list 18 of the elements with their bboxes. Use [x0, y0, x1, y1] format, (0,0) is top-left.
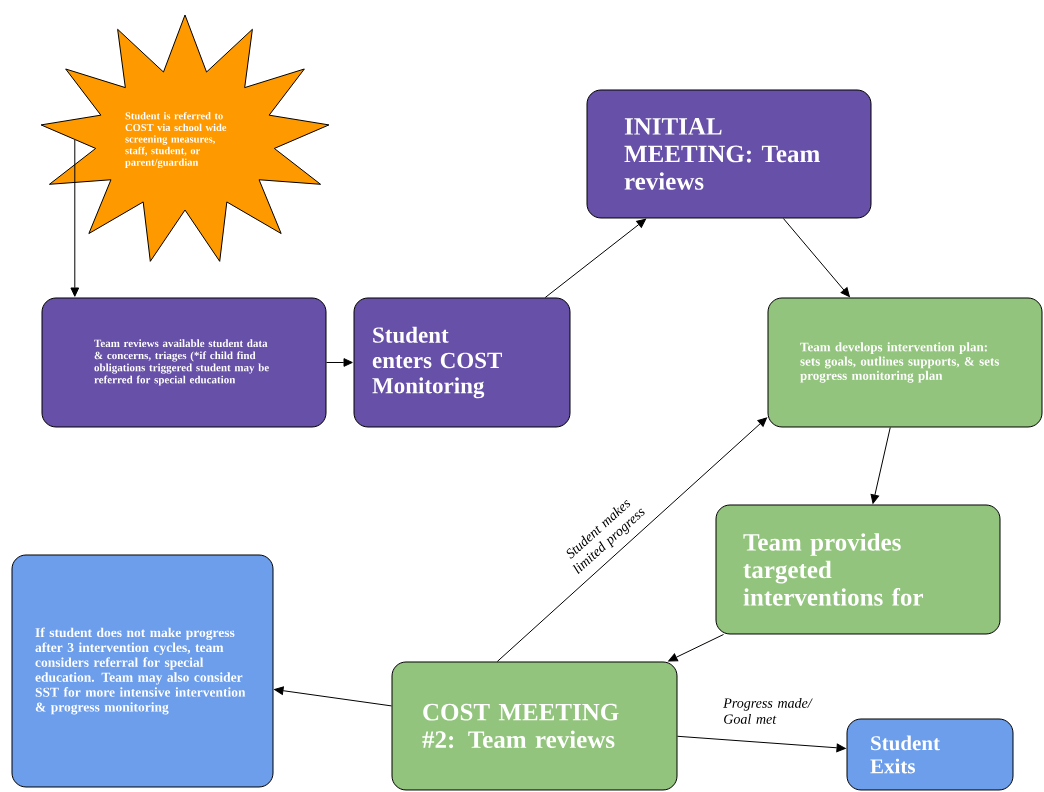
arrow — [496, 417, 768, 662]
process-box: COST MEETING #2: Team reviews — [391, 661, 678, 791]
arrow — [70, 139, 80, 297]
process-box: Student Exits — [846, 718, 1014, 791]
edge-label: Progress made/ Goal met — [723, 697, 813, 724]
process-box: Team reviews available student data & concerns, triages (*if child find obligations triggered student may be referred for special education — [41, 297, 327, 428]
process-box: If student does not make progress after 3 intervention cycles, team considers referral for special education. Team may also consider SST for more intensive intervention & progress monitoring — [11, 554, 274, 788]
process-box: INITIAL MEETING: Team reviews — [586, 89, 872, 219]
arrow — [326, 358, 353, 367]
arrow — [668, 634, 725, 662]
process-box: Team provides targeted interventions for — [715, 504, 1001, 635]
arrow — [544, 218, 647, 298]
arrow — [677, 735, 846, 753]
arrow — [870, 427, 891, 504]
arrow — [782, 218, 850, 298]
process-box: Team develops intervention plan: sets goals, outlines supports, & sets progress monitoring plan — [767, 297, 1043, 428]
arrow — [274, 686, 392, 707]
process-box: Student enters COST Monitoring — [353, 297, 571, 428]
